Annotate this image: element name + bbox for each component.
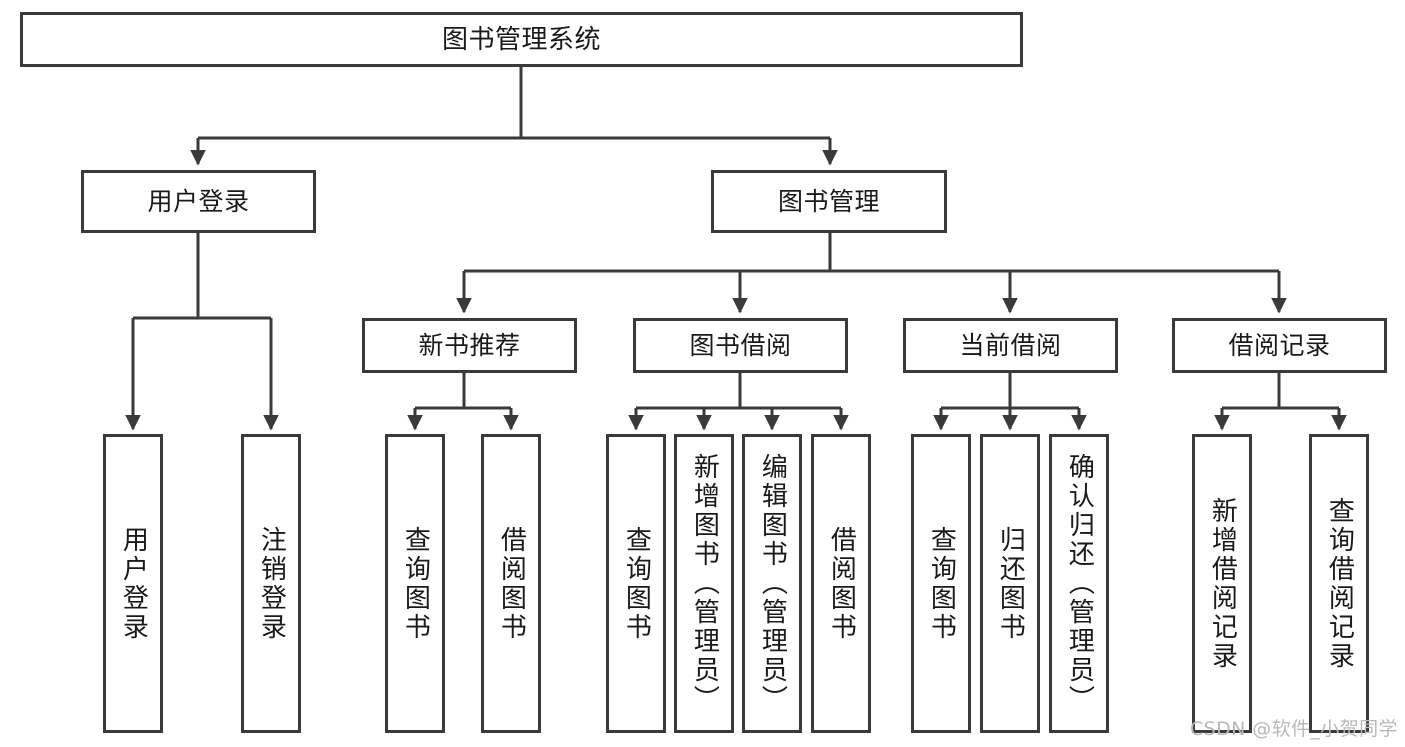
node-label: 注销登录 bbox=[256, 525, 287, 642]
node-label: 查询图书 bbox=[621, 525, 652, 642]
node-borrow-record[interactable]: 借阅记录 bbox=[1172, 318, 1387, 373]
node-label: 归还图书 bbox=[995, 525, 1026, 642]
leaf-user-login[interactable]: 用户登录 bbox=[103, 434, 163, 733]
node-user-login[interactable]: 用户登录 bbox=[81, 170, 316, 233]
node-root-system[interactable]: 图书管理系统 bbox=[20, 12, 1023, 67]
leaf-confirm-return-admin[interactable]: 确认归还（管理员） bbox=[1049, 434, 1109, 733]
node-label: 借阅记录 bbox=[1228, 331, 1331, 360]
leaf-borrow-book-newbook[interactable]: 借阅图书 bbox=[481, 434, 541, 733]
node-label: 确认归还（管理员） bbox=[1064, 453, 1095, 714]
leaf-add-borrow-record[interactable]: 新增借阅记录 bbox=[1192, 434, 1252, 733]
leaf-query-borrow-record[interactable]: 查询借阅记录 bbox=[1309, 434, 1369, 733]
node-label: 当前借阅 bbox=[959, 331, 1062, 360]
node-label: 用户登录 bbox=[118, 525, 149, 642]
leaf-logout-login[interactable]: 注销登录 bbox=[241, 434, 301, 733]
node-label: 新书推荐 bbox=[418, 331, 521, 360]
node-label: 用户登录 bbox=[147, 187, 250, 216]
csdn-watermark: CSDN @软件_小贺同学 bbox=[1190, 718, 1398, 740]
node-label: 新增借阅记录 bbox=[1207, 496, 1238, 671]
node-label: 借阅图书 bbox=[826, 525, 857, 642]
node-label: 借阅图书 bbox=[496, 525, 527, 642]
leaf-borrow-book[interactable]: 借阅图书 bbox=[811, 434, 871, 733]
leaf-query-book-current[interactable]: 查询图书 bbox=[911, 434, 971, 733]
leaf-query-book-borrow[interactable]: 查询图书 bbox=[606, 434, 666, 733]
node-book-borrow[interactable]: 图书借阅 bbox=[633, 318, 848, 373]
leaf-return-book[interactable]: 归还图书 bbox=[980, 434, 1040, 733]
node-label: 编辑图书（管理员） bbox=[757, 453, 788, 714]
node-book-management[interactable]: 图书管理 bbox=[711, 170, 947, 233]
node-label: 图书管理系统 bbox=[441, 24, 601, 55]
node-label: 新增图书（管理员） bbox=[689, 453, 720, 714]
node-new-book-recommend[interactable]: 新书推荐 bbox=[362, 318, 577, 373]
node-label: 图书管理 bbox=[777, 187, 880, 216]
node-label: 查询图书 bbox=[400, 525, 431, 642]
node-label: 图书借阅 bbox=[689, 331, 792, 360]
leaf-query-book-newbook[interactable]: 查询图书 bbox=[385, 434, 445, 733]
node-current-borrow[interactable]: 当前借阅 bbox=[903, 318, 1118, 373]
node-label: 查询图书 bbox=[926, 525, 957, 642]
leaf-edit-book-admin[interactable]: 编辑图书（管理员） bbox=[742, 434, 802, 733]
node-label: 查询借阅记录 bbox=[1324, 496, 1355, 671]
leaf-add-book-admin[interactable]: 新增图书（管理员） bbox=[674, 434, 734, 733]
